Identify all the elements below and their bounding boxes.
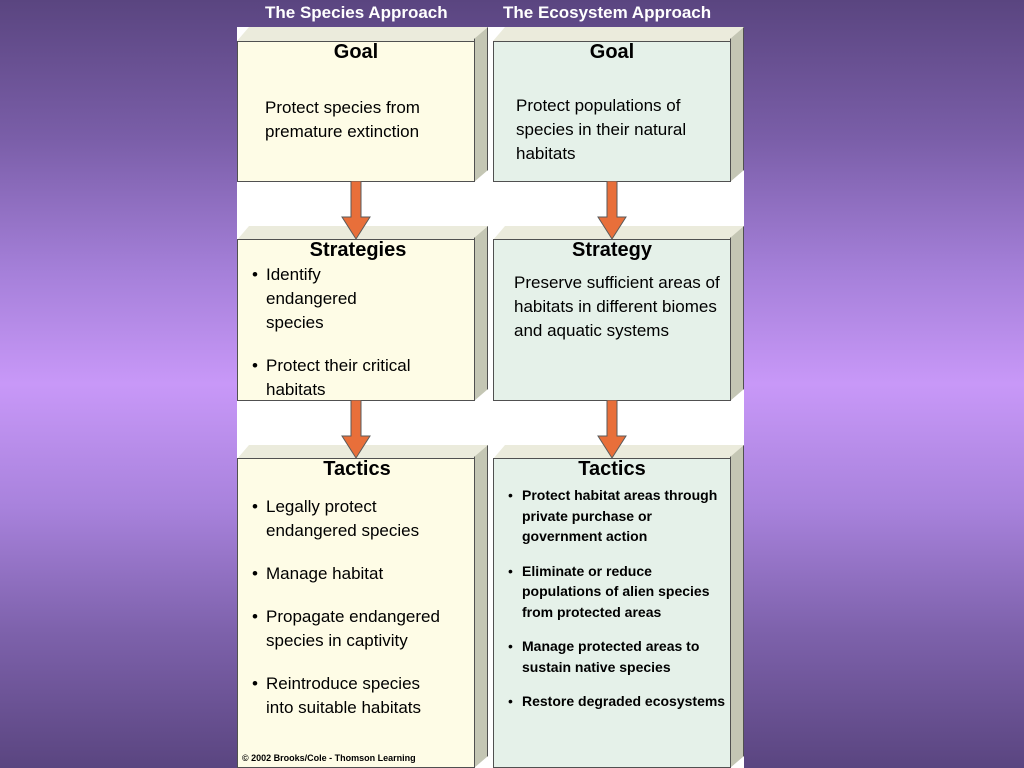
ecosystem-tactics-box: Tactics Protect habitat areas through pr… xyxy=(493,458,731,768)
list-item: Identify endangered species xyxy=(252,263,376,335)
down-arrow-icon xyxy=(597,400,627,459)
box-side-edge xyxy=(474,226,488,401)
box-top-edge xyxy=(237,226,488,240)
ecosystem-strategy-text: Preserve sufficient areas of habitats in… xyxy=(514,273,720,340)
ecosystem-strategy-box: Strategy Preserve sufficient areas of ha… xyxy=(493,239,731,401)
species-approach-header: The Species Approach xyxy=(265,3,448,22)
species-strategies-list: Identify endangered species Protect thei… xyxy=(252,263,442,421)
list-item: Legally protect endangered species xyxy=(252,495,452,543)
ecosystem-strategy-title: Strategy xyxy=(571,239,653,261)
down-arrow-icon xyxy=(597,181,627,240)
species-strategies-title: Strategies xyxy=(309,239,407,261)
copyright-notice: © 2002 Brooks/Cole - Thomson Learning xyxy=(242,753,416,763)
species-strategies-box: Strategies Identify endangered species P… xyxy=(237,239,475,401)
list-item: Protect their critical habitats xyxy=(252,354,442,402)
list-item: Protect habitat areas through private pu… xyxy=(508,485,726,547)
ecosystem-tactics-title: Tactics xyxy=(578,458,646,480)
down-arrow-icon xyxy=(341,400,371,459)
ecosystem-tactics-list: Protect habitat areas through private pu… xyxy=(508,485,726,726)
list-item: Restore degraded ecosystems xyxy=(508,691,726,712)
list-item: Reintroduce species into suitable habita… xyxy=(252,672,452,720)
down-arrow-icon xyxy=(341,181,371,240)
species-tactics-title: Tactics xyxy=(323,458,391,480)
species-tactics-list: Legally protect endangered species Manag… xyxy=(252,495,452,739)
list-item: Manage protected areas to sustain native… xyxy=(508,636,726,677)
ecosystem-goal-title: Goal xyxy=(589,41,635,63)
box-side-edge xyxy=(474,27,488,182)
species-goal-title: Goal xyxy=(333,41,379,63)
approach-diagram: Goal Protect species from premature exti… xyxy=(237,27,744,768)
box-side-edge xyxy=(730,445,744,768)
box-top-edge xyxy=(237,445,488,459)
list-item: Propagate endangered species in captivit… xyxy=(252,605,456,653)
species-goal-box: Goal Protect species from premature exti… xyxy=(237,41,475,182)
box-side-edge xyxy=(730,27,744,182)
list-item: Eliminate or reduce populations of alien… xyxy=(508,561,722,623)
ecosystem-approach-header: The Ecosystem Approach xyxy=(503,3,712,22)
box-side-edge xyxy=(474,445,488,768)
ecosystem-goal-box: Goal Protect populations of species in t… xyxy=(493,41,731,182)
ecosystem-goal-text: Protect populations of species in their … xyxy=(516,96,687,163)
box-top-edge xyxy=(237,27,488,41)
species-tactics-box: Tactics Legally protect endangered speci… xyxy=(237,458,475,768)
list-item: Manage habitat xyxy=(252,562,452,586)
box-top-edge xyxy=(493,226,744,240)
box-top-edge xyxy=(493,445,744,459)
species-goal-text: Protect species from premature extinctio… xyxy=(265,98,420,141)
box-top-edge xyxy=(493,27,744,41)
